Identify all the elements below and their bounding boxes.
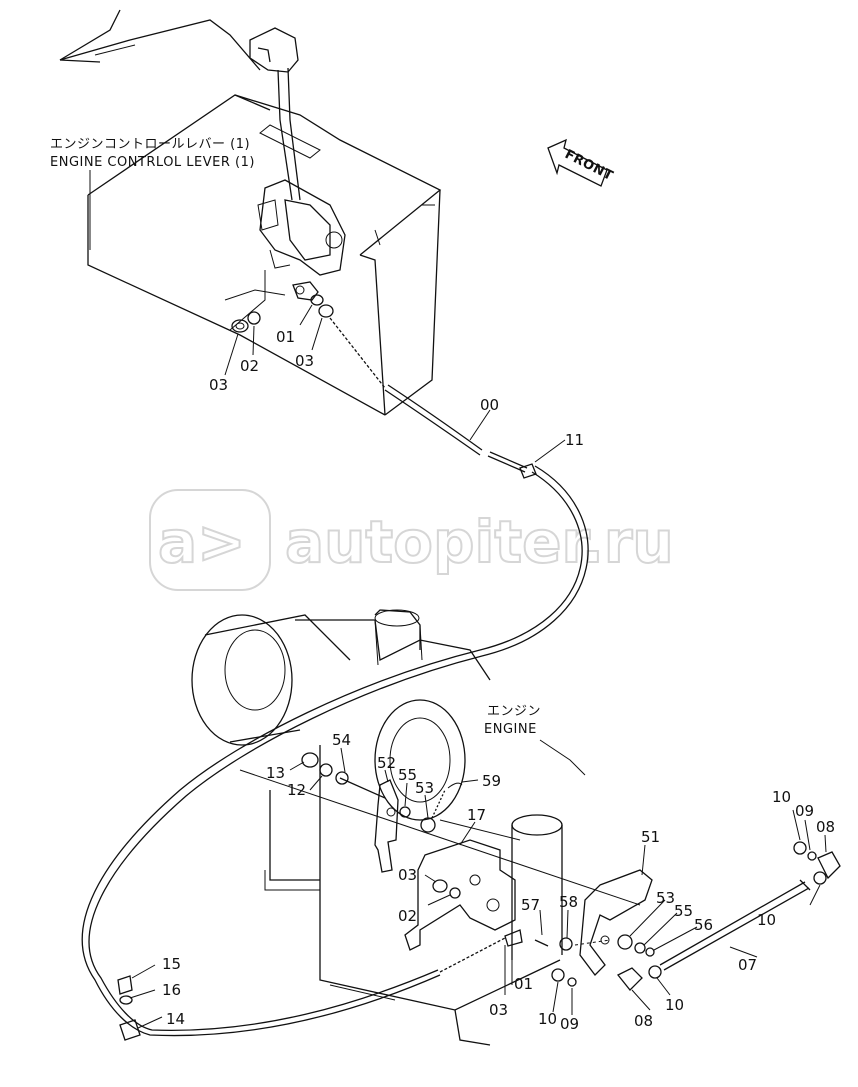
engine-control-lever — [249, 27, 346, 301]
watermark: a> autopiter.ru — [149, 489, 675, 591]
part-label: 52 — [377, 754, 396, 772]
control-console — [59, 9, 442, 416]
part-label: 14 — [166, 1010, 185, 1028]
part-label: 55 — [674, 902, 693, 920]
part-label: 54 — [332, 731, 351, 749]
part-label: 51 — [641, 828, 660, 846]
part-label: 53 — [415, 779, 434, 797]
part-label: 01 — [514, 975, 533, 993]
part-label: 10 — [772, 788, 791, 806]
part-label: 10 — [665, 996, 684, 1014]
part-label: 16 — [162, 981, 181, 999]
part-label: 02 — [240, 357, 259, 375]
part-label: 08 — [816, 818, 835, 836]
brackets — [301, 752, 841, 991]
part-label: 00 — [480, 396, 499, 414]
lower-clamp — [117, 975, 141, 1041]
part-label: 17 — [467, 806, 486, 824]
part-label: 03 — [209, 376, 228, 394]
part-label: 12 — [287, 781, 306, 799]
part-label: 03 — [295, 352, 314, 370]
part-label: 11 — [565, 431, 584, 449]
part-label: 03 — [489, 1001, 508, 1019]
control-cable — [81, 317, 589, 1037]
part-label: 56 — [694, 916, 713, 934]
part-label: 57 — [521, 896, 540, 914]
part-label: 55 — [398, 766, 417, 784]
front-arrow-label: FRONT — [562, 147, 615, 184]
lever-caption-en: ENGINE CONTRLOL LEVER (1) — [50, 155, 255, 170]
part-label: 15 — [162, 955, 181, 973]
watermark-text: autopiter.ru — [285, 508, 674, 576]
leader-lines — [89, 170, 827, 1029]
part-label: 09 — [560, 1015, 579, 1033]
part-label: 53 — [656, 889, 675, 907]
part-label: 10 — [538, 1010, 557, 1028]
part-label: 02 — [398, 907, 417, 925]
part-label: 01 — [276, 328, 295, 346]
engine-caption-jp: エンジン — [487, 704, 541, 719]
part-label: 10 — [757, 911, 776, 929]
part-label: 09 — [795, 802, 814, 820]
part-label: 03 — [398, 866, 417, 884]
front-arrow: FRONT — [547, 138, 615, 187]
watermark-logo: a> — [158, 508, 246, 576]
lever-fasteners — [231, 294, 334, 333]
engine-caption-en: ENGINE — [484, 722, 537, 737]
part-label: 08 — [634, 1012, 653, 1030]
captions: エンジンコントロールレバー (1) ENGINE CONTRLOL LEVER … — [50, 137, 541, 737]
part-label: 07 — [738, 956, 757, 974]
part-label: 59 — [482, 772, 501, 790]
engine — [191, 609, 641, 1046]
part-label: 58 — [559, 893, 578, 911]
part-label: 13 — [266, 764, 285, 782]
part-labels: 01 03 03 02 00 11 54 52 55 53 59 13 12 1… — [162, 328, 835, 1033]
lever-caption-jp: エンジンコントロールレバー (1) — [50, 137, 250, 152]
